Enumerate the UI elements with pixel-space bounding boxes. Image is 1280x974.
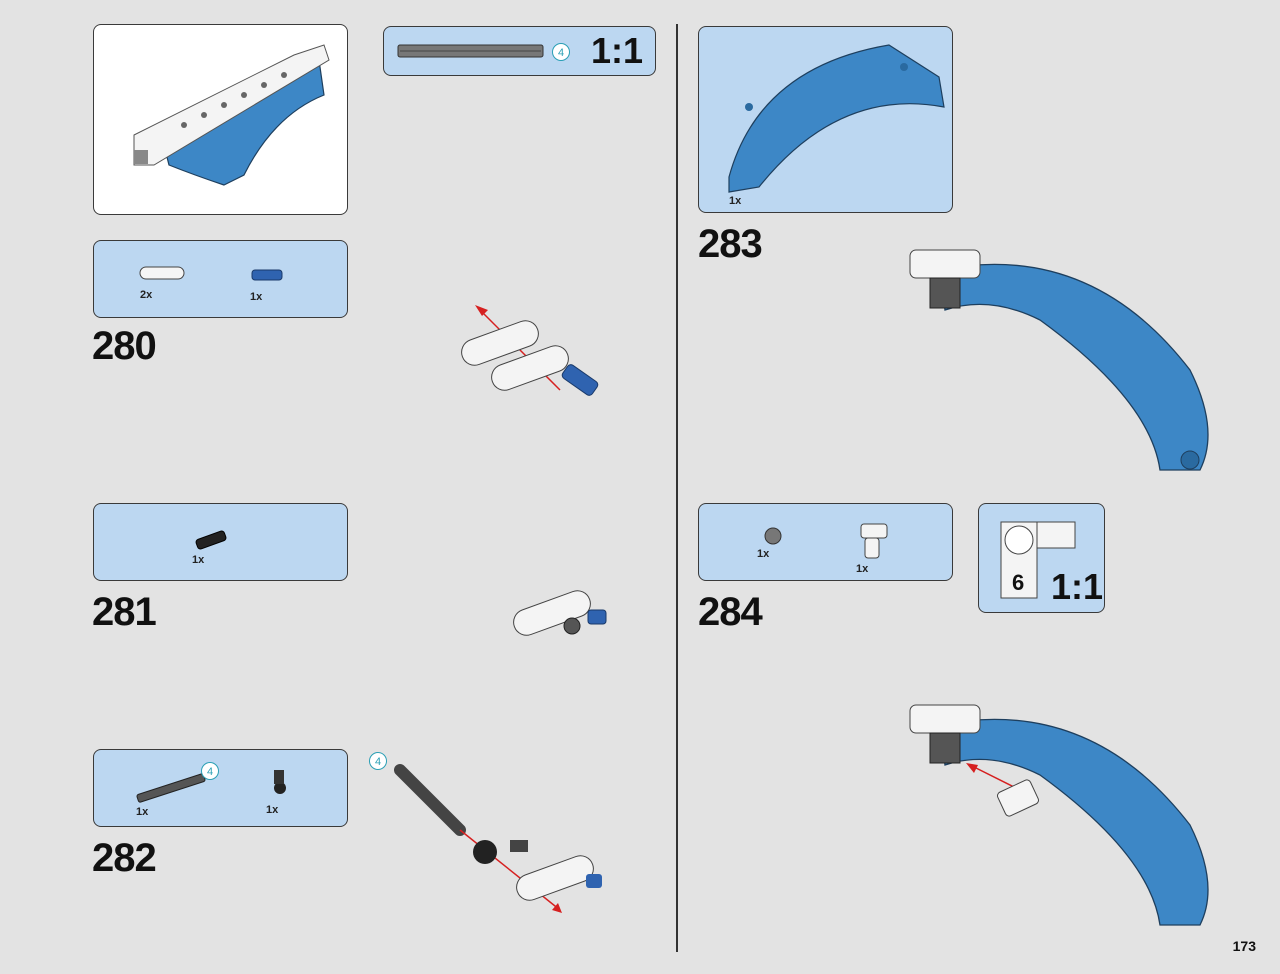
qty-284-1: 1x [757,548,770,560]
page-number: 173 [1232,938,1256,954]
beam-icon [139,266,185,280]
assembly-preview-box [93,24,348,215]
axle-scale-ratio: 1:1 [591,30,644,71]
step-number-281: 281 [92,590,157,634]
black-axle-connector-icon [195,530,227,550]
assembly-preview-icon [133,44,330,186]
parts-list-282: 4 1x 1x [93,749,348,827]
step-284-assembly [909,704,1209,926]
step-280-assembly [461,305,599,396]
step-number-280: 280 [92,324,157,368]
connector-scale-ratio: 1:1 [1051,566,1104,607]
qty-280-1: 2x [140,289,153,301]
step-number-282: 282 [92,836,157,880]
step-number-283: 283 [698,222,763,266]
axle-length-badge: 4 [552,43,570,61]
bush-icon [764,527,782,545]
qty-281-1: 1x [192,554,205,566]
step-283-assembly [909,249,1209,471]
axle-icon [397,44,544,58]
qty-284-2: 1x [856,563,869,575]
white-connector-scale-icon [1000,521,1076,599]
step-281-assembly [513,590,607,636]
parts-list-280: 2x 1x [93,240,348,318]
axle-length-badge-282: 4 [201,762,219,780]
blue-pin-icon [251,269,283,281]
parts-list-283: 1x [698,26,953,213]
angle-connector-icon [274,770,286,794]
parts-list-281: 1x [93,503,348,581]
step-number-284: 284 [698,590,763,634]
parts-list-284: 1x 1x [698,503,953,581]
callout-length-badge-282: 4 [369,752,387,770]
white-connector-icon [860,523,888,559]
connector-length-label: 6 [1012,570,1025,595]
qty-282-1: 1x [136,806,149,818]
axle-scale-callout: 4 1:1 [383,26,656,76]
qty-282-2: 1x [266,804,279,816]
qty-280-2: 1x [250,291,263,303]
column-divider [676,24,678,952]
connector-scale-callout: 6 1:1 [978,503,1105,613]
step-282-assembly [394,764,602,913]
blue-arch-panel-icon [728,44,945,193]
qty-283-1: 1x [729,195,742,207]
